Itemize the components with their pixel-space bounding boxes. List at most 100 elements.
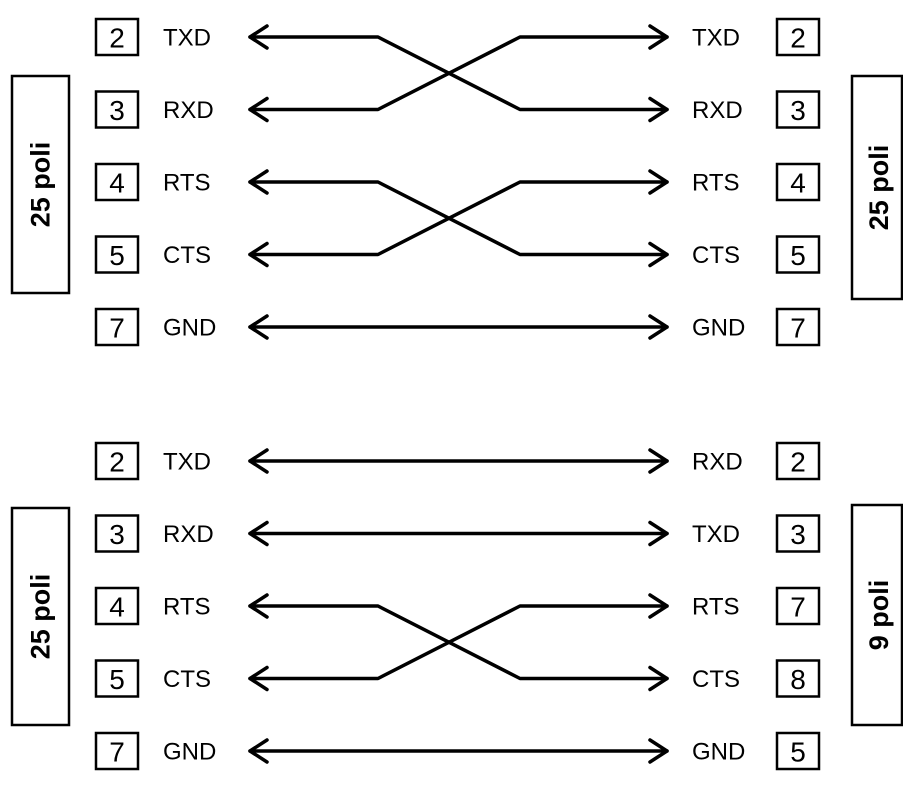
right-signal-name: TXD xyxy=(692,521,740,548)
left-signal-name: TXD xyxy=(163,449,211,476)
left-pin-box xyxy=(94,441,140,481)
wire-connection xyxy=(248,24,669,123)
right-pin-number: 7 xyxy=(790,592,806,623)
arrowhead-left xyxy=(248,738,269,764)
wire-connection xyxy=(248,314,669,340)
right-pin-box xyxy=(775,17,821,57)
right-pin-box xyxy=(775,162,821,202)
right-pin-number: 2 xyxy=(790,23,806,54)
right-pin-box xyxy=(775,307,821,347)
right-pin-number: 8 xyxy=(790,664,806,695)
left-connector-box xyxy=(10,506,71,727)
left-pin-box xyxy=(94,659,140,698)
arrowhead-left xyxy=(248,96,269,123)
left-connector-label: 25 poli xyxy=(26,142,56,228)
arrowhead-right xyxy=(648,738,669,764)
left-pin-number: 2 xyxy=(109,23,125,54)
right-connector-label: 25 poli xyxy=(864,145,894,231)
left-signal-name: GND xyxy=(163,315,216,342)
arrowhead-left xyxy=(248,241,269,268)
wire-line xyxy=(248,35,669,112)
right-pin-number: 3 xyxy=(790,95,806,126)
right-connector-box xyxy=(850,74,903,301)
pin-row: 7 GND GND 5 xyxy=(94,731,821,771)
arrowhead-right xyxy=(648,448,669,474)
arrowhead-right xyxy=(648,241,669,268)
arrowhead-right xyxy=(648,314,669,340)
arrowhead-left xyxy=(248,520,269,547)
right-pin-box xyxy=(775,586,821,626)
left-pin-number: 5 xyxy=(109,240,125,271)
right-pin-box xyxy=(775,441,821,481)
right-signal-name: RTS xyxy=(692,170,740,197)
wire-connection xyxy=(248,169,669,268)
arrowhead-right xyxy=(648,96,669,123)
left-signal-name: RTS xyxy=(163,170,211,197)
wire-line xyxy=(248,35,669,112)
wire-line xyxy=(248,604,669,681)
pin-row: 4 RTS RTS 7 xyxy=(94,586,821,626)
wire-connection xyxy=(248,520,669,547)
pin-row: 5 CTS CTS 8 xyxy=(94,659,821,698)
wire-line xyxy=(248,180,669,257)
left-pin-number: 2 xyxy=(109,447,125,478)
left-pin-box xyxy=(94,90,140,129)
left-pin-box xyxy=(94,235,140,274)
right-connector: 25 poli xyxy=(850,74,903,301)
left-pin-number: 4 xyxy=(109,168,125,199)
right-pin-number: 2 xyxy=(790,447,806,478)
left-pin-box xyxy=(94,731,140,771)
left-pin-box xyxy=(94,307,140,347)
left-pin-box xyxy=(94,514,140,553)
pin-row: 4 RTS RTS 4 xyxy=(94,162,821,202)
right-signal-name: GND xyxy=(692,739,745,766)
left-pin-box xyxy=(94,162,140,202)
right-pin-box xyxy=(775,235,821,274)
arrowhead-left xyxy=(248,169,269,195)
right-signal-name: GND xyxy=(692,315,745,342)
left-connector: 25 poli xyxy=(10,74,71,295)
right-pin-box xyxy=(775,731,821,771)
right-connector: 9 poli xyxy=(850,503,903,727)
right-signal-name: TXD xyxy=(692,25,740,52)
wire-line xyxy=(248,604,669,681)
left-connector-box xyxy=(10,74,71,295)
right-signal-name: CTS xyxy=(692,666,740,693)
right-pin-number: 5 xyxy=(790,737,806,768)
left-pin-number: 3 xyxy=(109,519,125,550)
left-signal-name: TXD xyxy=(163,25,211,52)
arrowhead-left xyxy=(248,448,269,474)
right-signal-name: RXD xyxy=(692,97,743,124)
right-connector-label: 9 poli xyxy=(864,580,894,651)
arrowhead-left xyxy=(248,665,269,692)
wire-connection xyxy=(248,448,669,474)
left-pin-number: 7 xyxy=(109,313,125,344)
left-signal-name: CTS xyxy=(163,666,211,693)
left-signal-name: RXD xyxy=(163,97,214,124)
right-connector-box xyxy=(850,503,903,727)
arrowhead-right xyxy=(648,169,669,195)
left-pin-number: 4 xyxy=(109,592,125,623)
left-connector-label: 25 poli xyxy=(26,574,56,660)
left-pin-number: 7 xyxy=(109,737,125,768)
wire-connection xyxy=(248,738,669,764)
right-signal-name: RTS xyxy=(692,594,740,621)
left-connector: 25 poli xyxy=(10,506,71,727)
arrowhead-left xyxy=(248,24,269,50)
arrowhead-right xyxy=(648,593,669,619)
wire-connection xyxy=(248,593,669,692)
arrowhead-left xyxy=(248,314,269,340)
right-pin-box xyxy=(775,514,821,553)
arrowhead-left xyxy=(248,593,269,619)
right-pin-number: 4 xyxy=(790,168,806,199)
left-signal-name: RTS xyxy=(163,594,211,621)
left-pin-box xyxy=(94,17,140,57)
left-pin-number: 5 xyxy=(109,664,125,695)
left-signal-name: GND xyxy=(163,739,216,766)
